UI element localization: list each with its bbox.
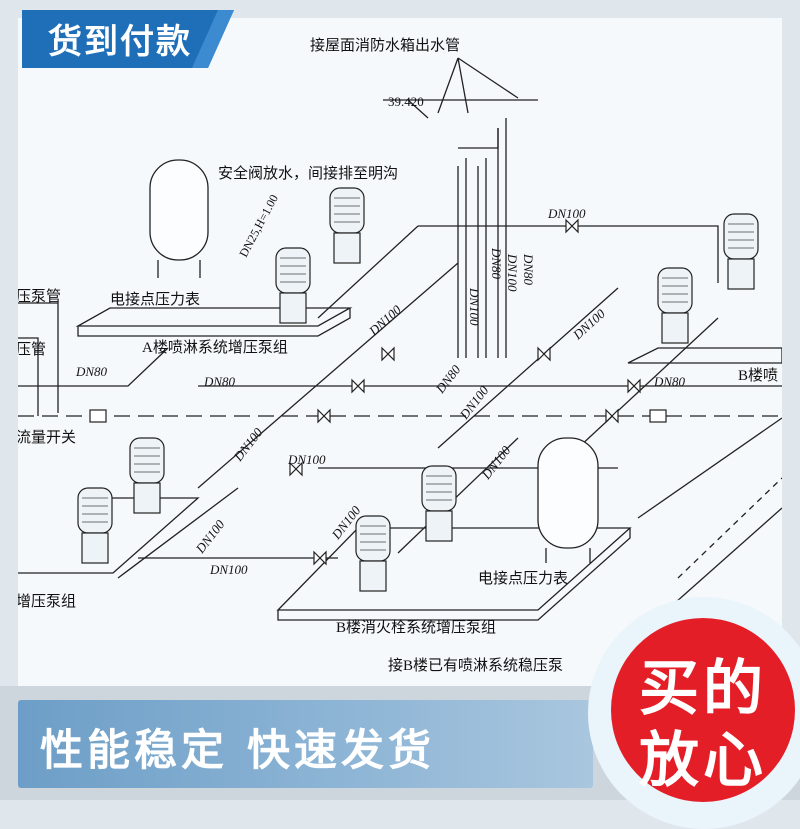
- label-flow-switch: 流量开关: [18, 429, 76, 446]
- flow-switch-left: [89, 409, 107, 423]
- valve-5: [565, 218, 579, 234]
- pipe-dn80-a: DN80: [75, 364, 108, 379]
- label-connect-b-sprinkler: 接B楼已有喷淋系统稳压泵: [388, 657, 563, 674]
- pressure-tank-a: [149, 159, 209, 261]
- product-image: 接屋面消防水箱出水管 39.420 安全阀放水，间接排至明沟 电接点压力表 A楼…: [0, 10, 800, 829]
- valve-9: [313, 550, 327, 566]
- badge-line-2: 放心: [639, 726, 767, 796]
- pipe-vert-1: DN100: [467, 287, 482, 326]
- valve-8: [289, 461, 303, 477]
- bottom-bar: [18, 700, 593, 788]
- pipe-dn80-diag: DN80: [432, 362, 464, 397]
- valve-6: [537, 346, 551, 362]
- pipe-dn80-right: DN80: [653, 374, 686, 389]
- badge-line-1: 买的: [639, 654, 767, 724]
- label-relief-valve: 安全阀放水，间接排至明沟: [218, 164, 398, 182]
- pump-a1: [329, 187, 365, 264]
- pipe-dn100-a: DN100: [365, 302, 404, 339]
- pipe-dn80-mid: DN80: [203, 374, 236, 389]
- diagram-svg: 接屋面消防水箱出水管 39.420 安全阀放水，间接排至明沟 电接点压力表 A楼…: [18, 37, 782, 674]
- pipe-dn100-center: DN100: [287, 452, 326, 467]
- pipe-dn100-right: DN100: [569, 306, 608, 343]
- pipe-dn100-lower-left: DN100: [192, 517, 228, 557]
- riser-pipes: [457, 118, 507, 358]
- platform-a: [75, 307, 353, 327]
- pump-b1: [421, 465, 457, 542]
- label-b-building-right: B楼喷: [738, 367, 778, 384]
- label-pressure-pipe-2: 压管: [18, 341, 46, 358]
- pump-l2: [77, 487, 113, 564]
- pipe-dn100-lower-mid: DN100: [478, 443, 514, 483]
- label-elevation: 39.420: [388, 94, 424, 109]
- pump-a2: [275, 247, 311, 324]
- pump-b2: [355, 515, 391, 592]
- label-roof-outlet: 接屋面消防水箱出水管: [310, 37, 460, 54]
- tag-label: 货到付款: [48, 22, 192, 62]
- tag-banner: [22, 10, 234, 68]
- label-pressure-gauge-b: 电接点压力表: [478, 570, 568, 587]
- label-pressure-pipe-1: 压泵管: [18, 288, 61, 305]
- flow-switch-right: [649, 409, 667, 423]
- valve-7: [381, 346, 395, 362]
- pipe-dn100-diag-left: DN100: [230, 425, 266, 465]
- valve-1: [317, 408, 331, 424]
- label-pump-group-a: A楼喷淋系统增压泵组: [142, 339, 288, 356]
- platform-right: [627, 347, 782, 364]
- pipe-vert-3: DN100: [505, 253, 520, 292]
- pipe-dn100-riser: DN100: [209, 562, 248, 577]
- valve-2: [351, 378, 365, 394]
- label-pump-group-left: 增压泵组: [18, 593, 76, 610]
- pipe-dn100-top: DN100: [547, 206, 586, 221]
- pipe-vert-2: DN80: [489, 247, 504, 280]
- piping-diagram: 接屋面消防水箱出水管 39.420 安全阀放水，间接排至明沟 电接点压力表 A楼…: [18, 18, 782, 686]
- pressure-tank-b: [537, 437, 599, 549]
- label-pump-group-b: B楼消火栓系统增压泵组: [336, 619, 496, 636]
- label-pressure-gauge-a: 电接点压力表: [110, 291, 200, 308]
- bottom-slogan: 性能稳定 快速发货: [40, 726, 435, 776]
- badge-circle: [611, 618, 795, 802]
- valve-4: [627, 378, 641, 394]
- pump-r1: [723, 213, 759, 290]
- pump-r2: [657, 267, 693, 344]
- valve-3: [605, 408, 619, 424]
- label-dn25: DN25,H=1.00: [236, 192, 281, 259]
- pump-l1: [129, 437, 165, 514]
- pipe-vert-4: DN80: [521, 253, 536, 286]
